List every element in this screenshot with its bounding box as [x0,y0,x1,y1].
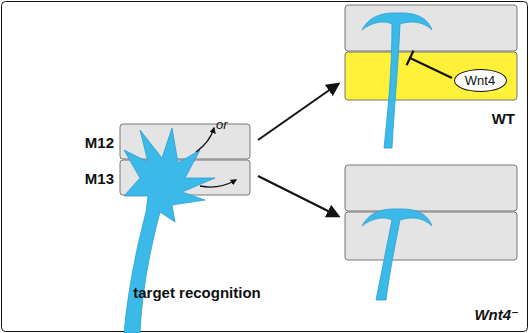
layer-box [120,124,250,159]
outcome-arrow [258,176,338,216]
genotype-label: WT [492,110,515,127]
growth-cone [124,128,215,333]
genotype-label: Wnt4⁻ [474,306,519,323]
choice-arrow [196,128,214,152]
layer-box: M12 [120,124,250,159]
layer-label: M13 [85,169,114,186]
outcome-arrow [258,84,338,140]
layer-box: M13 [120,160,250,195]
stage-label: target recognition [122,284,272,301]
inhibition-bar [407,51,414,65]
wnt4-layer [345,52,517,100]
layer-label: M12 [85,133,114,150]
layer-box [345,165,517,211]
gene-label: Wnt4 [465,73,495,88]
inhibition-line [410,58,452,78]
wnt4-ellipse: Wnt4 [454,69,507,92]
choice-label: or [216,118,228,133]
axon-terminal [362,209,432,300]
axon-terminal [362,13,432,148]
choice-arrow [200,180,236,187]
